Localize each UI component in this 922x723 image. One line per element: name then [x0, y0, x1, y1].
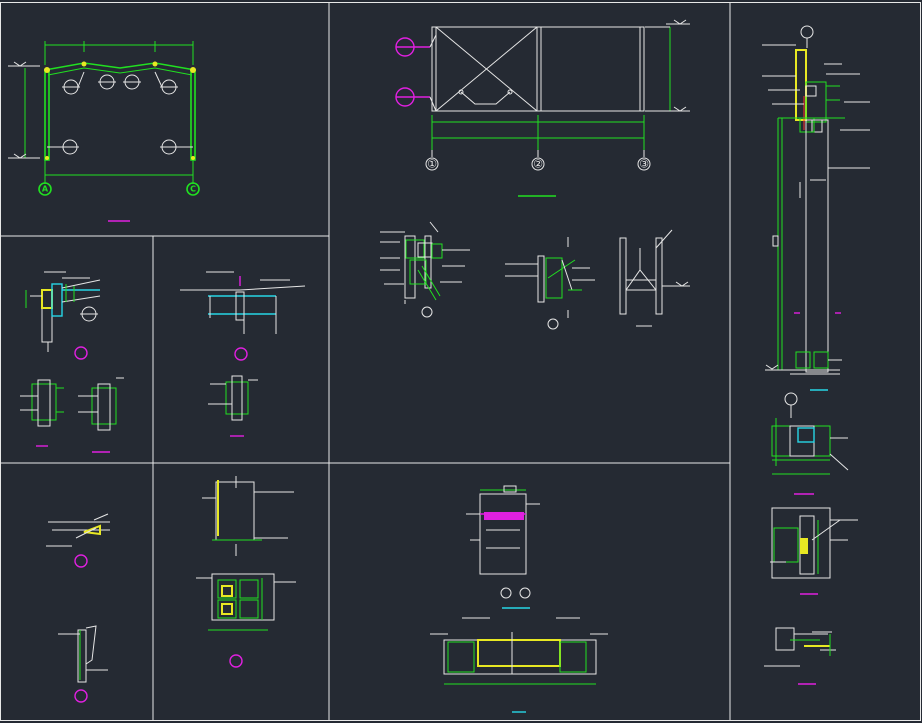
bracing-plan-panel: ① ② ③: [395, 19, 690, 197]
column-elevation-panel: [762, 25, 870, 391]
grid-axis-3: ③: [639, 158, 649, 171]
purlin-detail-panel: [46, 513, 110, 703]
grid-axis-1: ①: [427, 158, 437, 171]
beam-detail-panel: [430, 485, 608, 713]
beam-column-joint-panel: [20, 271, 124, 453]
bracing-connection-details: [380, 221, 690, 330]
frame-elevation-panel: A C: [8, 41, 200, 222]
grid-axis-2: ②: [533, 158, 543, 171]
axis-label-c: C: [190, 185, 196, 194]
ridge-joint-panel: [180, 271, 306, 437]
column-splice-panel: [196, 476, 296, 668]
axis-label-a: A: [42, 185, 49, 194]
column-base-details: [764, 392, 858, 685]
